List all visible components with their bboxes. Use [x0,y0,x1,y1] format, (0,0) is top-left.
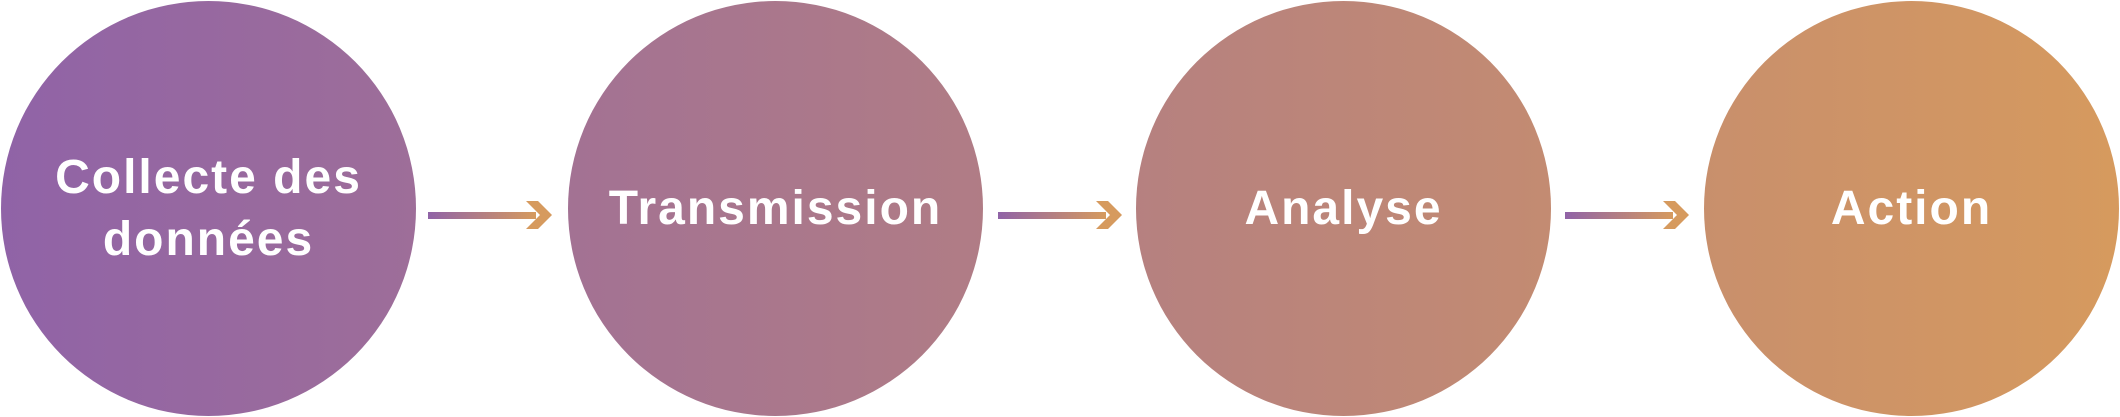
step-label-3: Analyse [1244,181,1443,235]
step-label-4: Action [1830,181,1993,235]
arrow-icon [428,201,552,229]
step-circle-3: Analyse [1136,1,1551,416]
arrow-icon [1565,201,1689,229]
step-circle-2: Transmission [568,1,983,416]
step-label-1: Collecte des données [55,150,362,266]
arrow-icon [998,201,1122,229]
step-circle-4: Action [1704,1,2119,416]
step-circle-1: Collecte des données [1,1,416,416]
step-label-2: Transmission [608,181,943,235]
